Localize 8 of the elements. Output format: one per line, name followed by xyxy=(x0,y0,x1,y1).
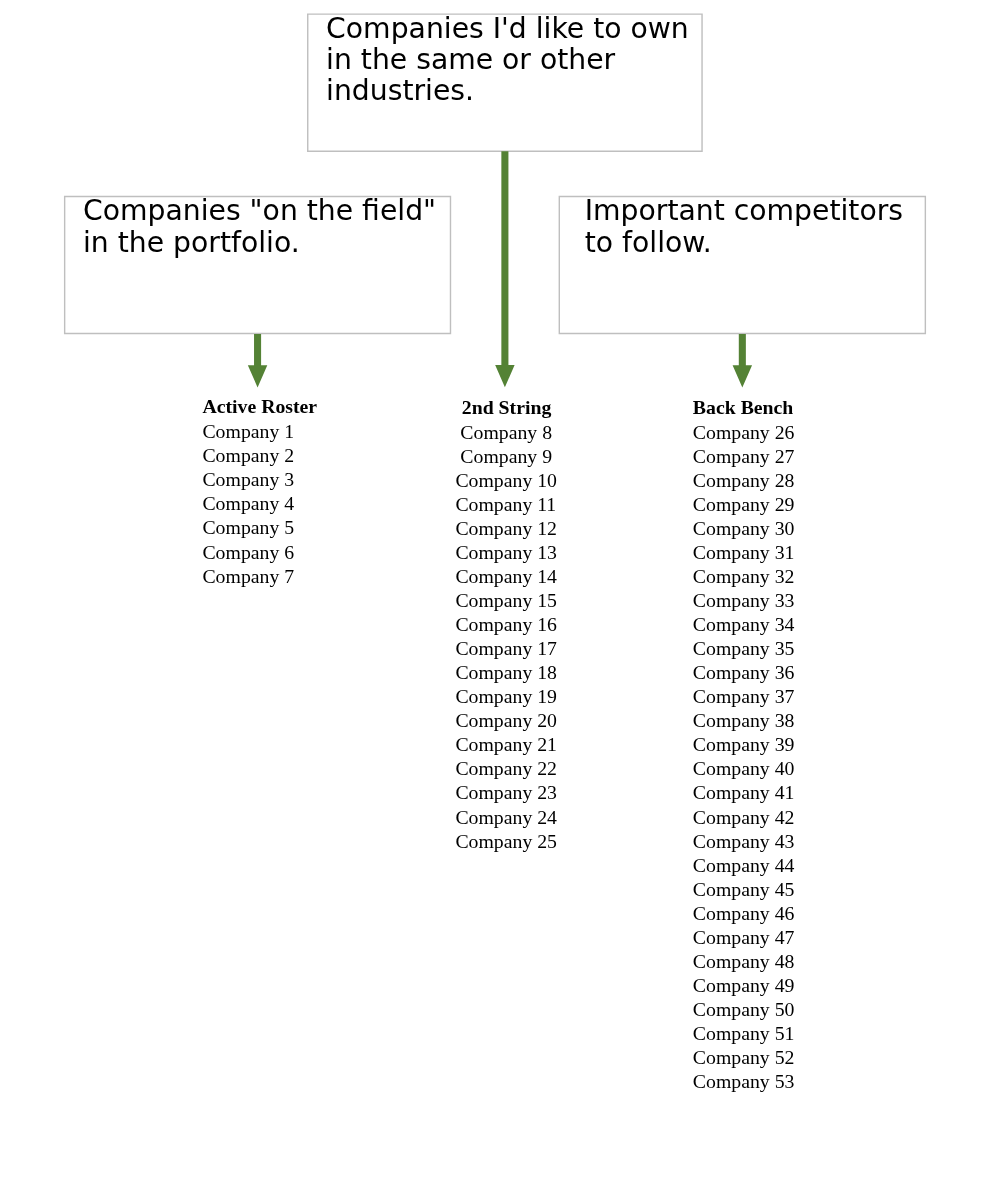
node-text: 2nd String Company 8 Company 9 Company 10 Company 11 Company 12 Company 13 Company 14 Company 15 Company 16 Company 17 Company 18 Company 19 Company 20 Company 21 Company 22 Company 23 Company 24 Company 25 xyxy=(455,395,558,852)
node-box: Companies "on the field" in the portfolio. xyxy=(63,195,452,335)
arrow xyxy=(247,333,268,388)
node-box: Companies I'd like to own in the same or other industries. xyxy=(307,13,703,152)
node-text: Back Bench Company 26 Company 27 Company 28 Company 29 Company 30 Company 31 Company 32 Company 33 Company 34 Company 35 Company 36 Company 37 Company 38 Company 39 Company 40 Company 41 Company 42 Company 43 Company 44 Company 45 Company 46 Company 47 Company 48 Company 49 Company 50 Company 51 Company 52 Company 53 xyxy=(692,395,795,1092)
node-box: Important competitors to follow. xyxy=(558,195,927,335)
arrow xyxy=(732,333,753,388)
node-text: Active Roster Company 1 Company 2 Company 3 Company 4 Company 5 Company 6 Company 7 xyxy=(202,394,318,587)
